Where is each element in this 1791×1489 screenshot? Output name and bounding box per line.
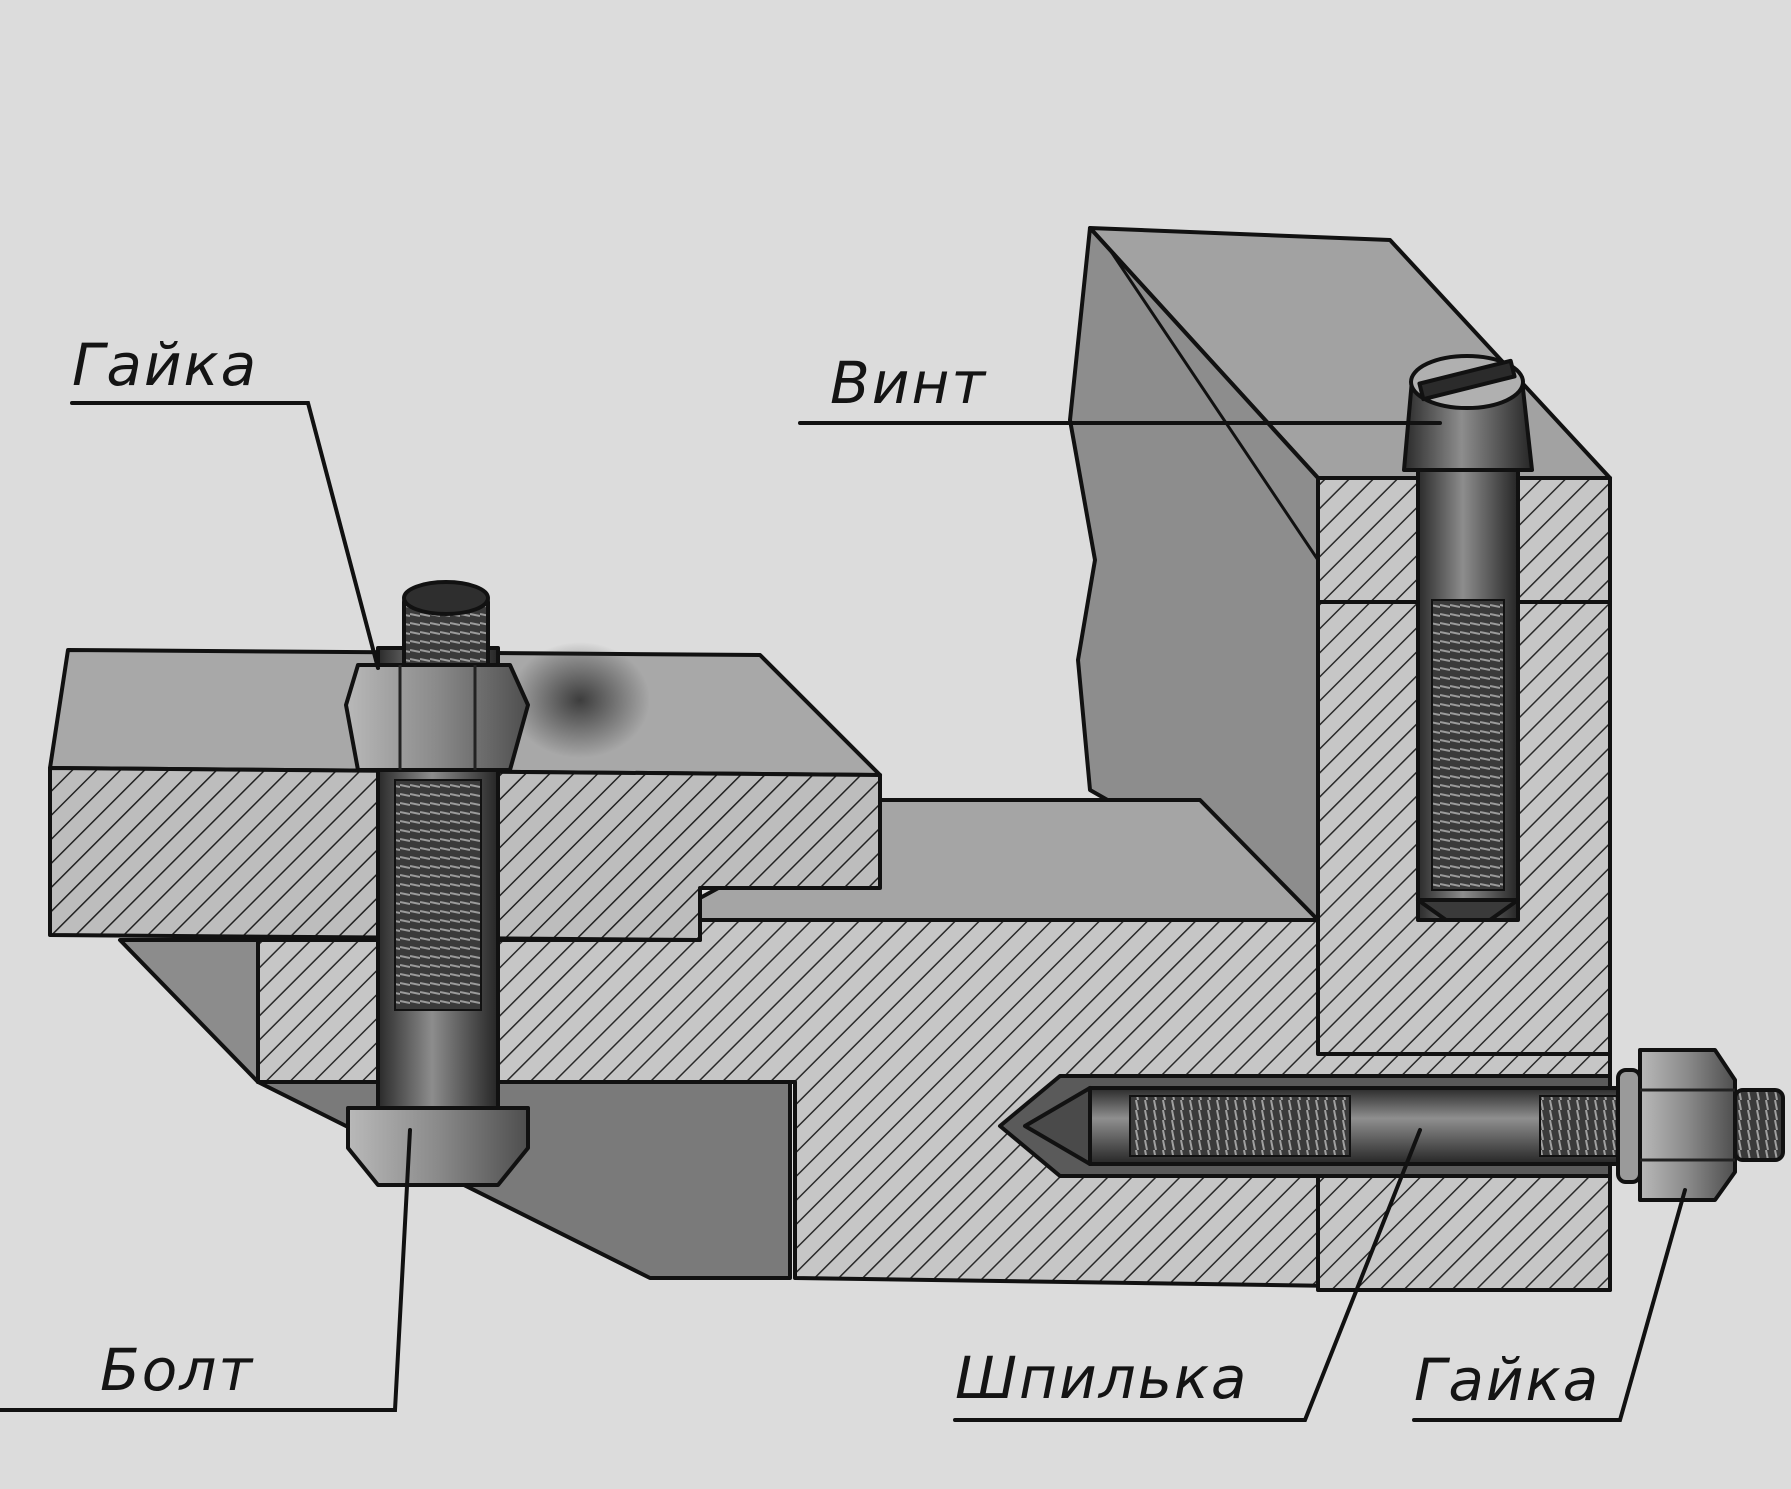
label-nut-top-left: Гайка: [72, 331, 258, 399]
label-stud: Шпилька: [955, 1344, 1248, 1412]
leader-nut-bottom-right: [1412, 1188, 1687, 1422]
leader-stud: [953, 1128, 1422, 1422]
labels: Гайка Винт Болт Шпилька Гайка: [72, 331, 1600, 1414]
nut-top-left: [344, 663, 530, 772]
label-bolt: Болт: [100, 1336, 254, 1404]
leader-nut-top-left: [70, 401, 380, 670]
leader-lines: [0, 401, 1687, 1422]
screw: [1402, 354, 1534, 922]
stud: [1023, 1048, 1785, 1202]
label-screw: Винт: [830, 349, 987, 417]
label-nut-bottom-right: Гайка: [1414, 1346, 1600, 1414]
leader-bolt: [0, 1128, 412, 1412]
